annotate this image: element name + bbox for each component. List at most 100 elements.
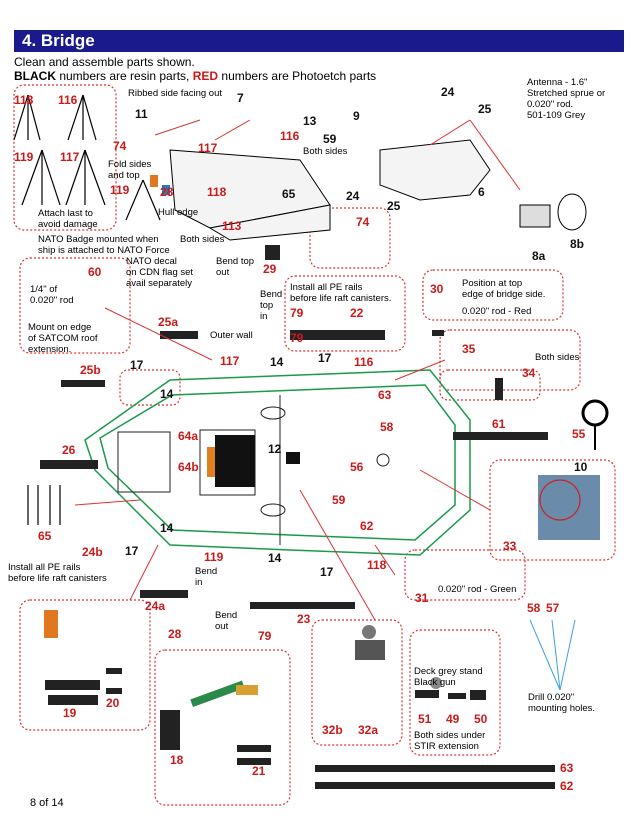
note-mount-edge: Mount on edge of SATCOM roof extension. <box>28 322 98 355</box>
note-both-sides-3: Both sides <box>535 352 580 363</box>
part-8b: 8b <box>570 237 585 251</box>
part-58: 58 <box>380 420 394 434</box>
intro-line-1: Clean and assemble parts shown. <box>14 55 195 69</box>
part-24a: 24a <box>145 599 166 613</box>
part-17-c: 17 <box>125 544 139 558</box>
part-25b: 25b <box>80 363 101 377</box>
part-116-b: 116 <box>280 129 300 143</box>
note-bend-out: Bend out <box>215 610 238 632</box>
part-117: 117 <box>60 150 80 164</box>
part-65: 65 <box>38 529 52 543</box>
part-51: 51 <box>418 712 432 726</box>
part-117-b: 117 <box>198 141 218 155</box>
part-14: 14 <box>160 387 174 401</box>
part-79-b: 79 <box>258 629 272 643</box>
part-14-c: 14 <box>160 521 174 535</box>
note-install-pe-top: Install all PE rails before life raft ca… <box>290 282 392 304</box>
part-60: 60 <box>88 265 102 279</box>
note-bend-top: Bend top out <box>216 256 255 278</box>
note-rod-quarter: 1/4" of 0.020" rod <box>30 284 74 306</box>
part-119-c: 119 <box>204 550 224 564</box>
part-118-c: 118 <box>367 558 387 572</box>
part-25-c: 25 <box>387 199 401 213</box>
part-24-c: 24 <box>346 189 360 203</box>
part-6: 6 <box>478 185 485 199</box>
black-word: BLACK <box>14 69 56 83</box>
part-19: 19 <box>63 706 77 720</box>
part-65-b: 65 <box>282 187 296 201</box>
part-79: 79 <box>290 306 304 320</box>
part-119-b: 119 <box>110 183 130 197</box>
part-57: 57 <box>546 601 560 615</box>
part-117-c: 117 <box>220 354 240 368</box>
part-64a: 64a <box>178 429 199 443</box>
part-22: 22 <box>350 306 364 320</box>
part-14-d: 14 <box>268 551 282 565</box>
note-install-pe-bottom: Install all PE rails before life raft ca… <box>8 562 107 584</box>
part-31: 31 <box>415 591 429 605</box>
part-29: 29 <box>263 262 277 276</box>
part-79-c: 79 <box>290 331 304 345</box>
note-drill: Drill 0.020" mounting holes. <box>528 692 596 714</box>
part-33: 33 <box>503 539 517 553</box>
part-61: 61 <box>492 417 506 431</box>
part-28: 28 <box>160 185 174 199</box>
intro-end: numbers are Photoetch parts <box>218 69 377 83</box>
part-116-c: 116 <box>354 355 374 369</box>
note-rod-red: 0.020" rod - Red <box>462 306 532 317</box>
part-12: 12 <box>268 442 282 456</box>
intro-mid: numbers are resin parts, <box>56 69 193 83</box>
part-113: 113 <box>222 219 242 233</box>
part-118-b: 118 <box>207 185 227 199</box>
part-62-b: 62 <box>560 779 574 793</box>
note-hull-edge: Hull edge <box>158 207 199 218</box>
part-25a: 25a <box>158 315 179 329</box>
part-32b: 32b <box>322 723 343 737</box>
red-word: RED <box>192 69 219 83</box>
part-30: 30 <box>430 282 444 296</box>
part-119: 119 <box>14 150 34 164</box>
part-17: 17 <box>130 358 144 372</box>
part-8a: 8a <box>532 249 546 263</box>
part-11: 11 <box>135 107 148 121</box>
part-74-b: 74 <box>356 215 370 229</box>
part-58-b: 58 <box>527 601 541 615</box>
page-number: 8 of 14 <box>30 797 64 809</box>
note-nato-decal: NATO decal on CDN flag set avail separat… <box>126 256 194 289</box>
part-32a: 32a <box>358 723 379 737</box>
part-13: 13 <box>303 114 317 128</box>
part-24: 24 <box>441 85 455 99</box>
part-59-b: 59 <box>332 493 346 507</box>
note-bend-top-in: Bend top in <box>260 289 283 322</box>
part-64b: 64b <box>178 460 199 474</box>
note-nato: NATO Badge mounted when ship is attached… <box>38 234 170 256</box>
part-74: 74 <box>113 139 127 153</box>
note-ribbed: Ribbed side facing out <box>128 88 223 99</box>
part-49: 49 <box>446 712 460 726</box>
part-21: 21 <box>252 764 266 778</box>
part-23: 23 <box>297 612 311 626</box>
note-fold: Fold sides and top <box>108 159 152 181</box>
intro-line-2: BLACK numbers are resin parts, RED numbe… <box>14 69 376 83</box>
part-26: 26 <box>62 443 76 457</box>
part-56: 56 <box>350 460 364 474</box>
part-7: 7 <box>237 91 244 105</box>
part-17-b: 17 <box>318 351 332 365</box>
part-17-d: 17 <box>320 565 334 579</box>
part-10: 10 <box>574 460 588 474</box>
part-116: 116 <box>58 93 78 107</box>
part-50: 50 <box>474 712 488 726</box>
note-antenna: Antenna - 1.6" Stretched sprue or 0.020"… <box>527 77 606 121</box>
part-62: 62 <box>360 519 374 533</box>
part-34: 34 <box>522 366 536 380</box>
part-14-b: 14 <box>270 355 284 369</box>
note-rod-green: 0.020" rod - Green <box>438 584 517 595</box>
part-9: 9 <box>353 109 360 123</box>
part-18: 18 <box>170 753 184 767</box>
part-35: 35 <box>462 342 476 356</box>
note-both-stir: Both sides under STIR extension <box>414 730 486 752</box>
part-55: 55 <box>572 427 586 441</box>
note-both-sides-1: Both sides <box>303 146 348 157</box>
part-59: 59 <box>323 132 337 146</box>
part-28-b: 28 <box>168 627 182 641</box>
